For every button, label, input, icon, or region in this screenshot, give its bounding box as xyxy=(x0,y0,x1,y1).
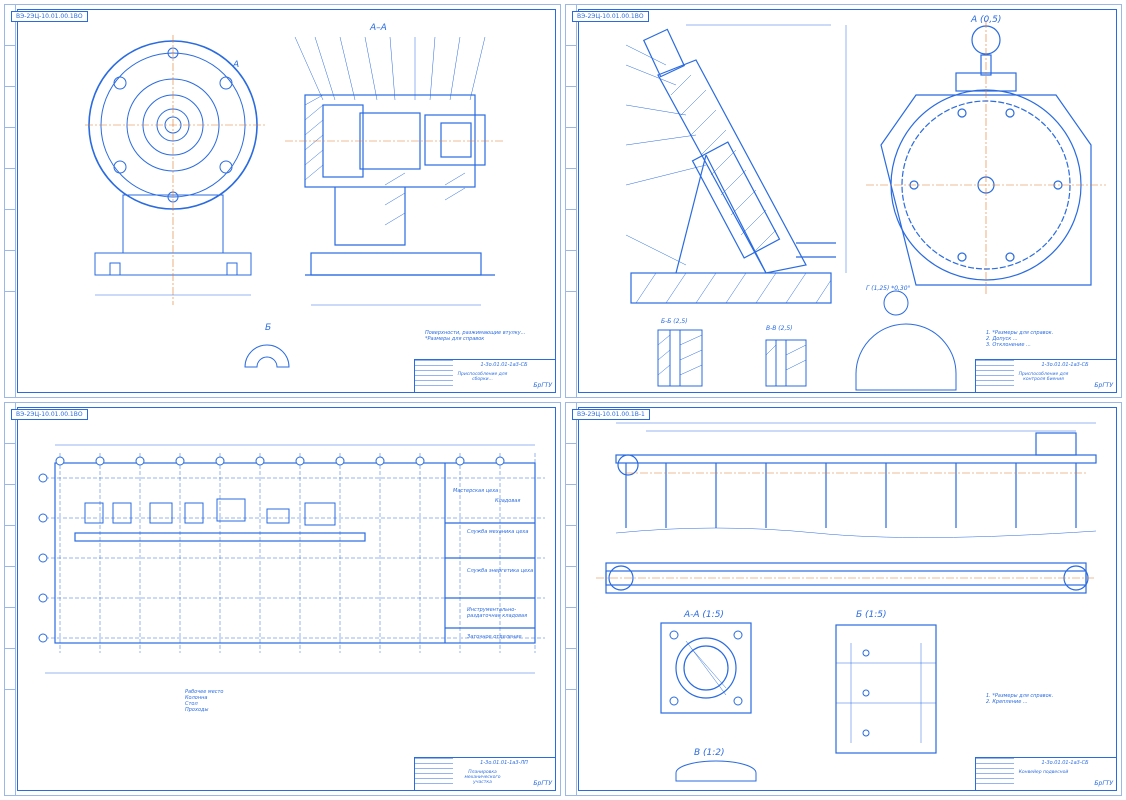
sheet-side-strip xyxy=(5,403,16,795)
title-code: 1-3о.01.01-1а3-СБ xyxy=(1041,760,1089,766)
title-name: Конвейер подвесной xyxy=(1018,770,1069,775)
sheet-frame xyxy=(17,9,556,393)
legend-item: Стол xyxy=(185,701,198,707)
title-block: 1-3о.01.01-1а3-СБ Приспособление для сбо… xyxy=(414,359,556,393)
room-label-5: Мастерская цеха xyxy=(453,488,499,494)
sheet-notes: 1. *Размеры для справок. 2. Допуск ... 3… xyxy=(986,330,1054,348)
legend-item: Колонна xyxy=(185,695,208,701)
title-code: 1-3о.01.01-1а3-СБ xyxy=(1041,362,1089,368)
room-label-3: Инструментально-раздаточная кладовая xyxy=(467,607,528,619)
sheet-side-strip xyxy=(566,403,577,795)
view-label: Б (1:5) xyxy=(856,610,887,620)
sheet-frame xyxy=(578,407,1117,791)
legend: Рабочее место Колонна Стол Проходы xyxy=(185,689,435,713)
title-org: БрГТУ xyxy=(1094,382,1113,389)
sheet-code: ВЭ-2ЭЦ-10.01.00.1ВО xyxy=(11,409,88,420)
layout-plan-drawing xyxy=(38,444,545,674)
title-code: 1-3о.01.01-1а3-СБ xyxy=(480,362,528,368)
title-block-grid xyxy=(415,360,453,390)
title-name: Планировка механического участка xyxy=(464,770,501,785)
section-label: А (0,5) xyxy=(970,15,1001,25)
title-block: 1-3о.01.01-1а3-СБ Конвейер подвесной БрГ… xyxy=(975,757,1117,791)
sheet-frame xyxy=(17,407,556,791)
view-v-label: В-В (2,5) xyxy=(766,325,793,332)
sheet-side-strip xyxy=(566,5,577,397)
sheet-notes: Поверхности, разжимающие втулку... *Разм… xyxy=(425,330,526,342)
title-org: БрГТУ xyxy=(533,382,552,389)
room-label-2: Служба энергетика цеха xyxy=(467,568,534,574)
sheet-code: ВЭ-2ЭЦ-10.01.00.1ВО xyxy=(572,11,649,22)
title-block-grid xyxy=(976,360,1014,390)
fixture-drawing: А (0,5) Б-Б (2,5) В-В (2,5) Г (1,25) *0,… xyxy=(625,15,1106,391)
drawing-sheet-3: ВЭ-2ЭЦ-10.01.00.1ВО Служба механика цеха xyxy=(4,402,561,796)
sheet-notes: 1. *Размеры для справок. 2. Крепление ..… xyxy=(986,693,1054,705)
title-name: Приспособление для контроля биения xyxy=(1018,372,1069,382)
section-label: А–А xyxy=(369,23,387,33)
drawing-sheet-2: ВЭ-2ЭЦ-10.01.00.1ВО xyxy=(565,4,1122,398)
legend-item: Проходы xyxy=(185,707,209,713)
title-org: БрГТУ xyxy=(1094,780,1113,787)
conveyor-drawing: А-А (1:5) Б (1:5) В (1:2) xyxy=(596,422,1097,782)
assembly-drawing: А–А Б А xyxy=(85,23,505,368)
arrow-label: А xyxy=(232,60,239,70)
title-name: Приспособление для сборки... xyxy=(457,372,508,382)
legend-item: Рабочее место xyxy=(185,689,224,695)
view-label: Б xyxy=(265,323,271,333)
sheet-code: ВЭ-2ЭЦ-10.01.00.1ВО xyxy=(11,11,88,22)
drawing-sheet-1: ВЭ-2ЭЦ-10.01.00.1ВО xyxy=(4,4,561,398)
view-g-label: Г (1,25) *0,30° xyxy=(866,285,911,292)
sheet-code: ВЭ-2ЭЦ-10.01.00.1В-1 xyxy=(572,409,650,420)
sheet-frame xyxy=(578,9,1117,393)
title-org: БрГТУ xyxy=(533,780,552,787)
drawing-sheet-4: ВЭ-2ЭЦ-10.01.00.1В-1 А xyxy=(565,402,1122,796)
view-b-label: Б-Б (2,5) xyxy=(661,318,688,325)
title-block: 1-3о.01.01-1а3-СБ Приспособление для кон… xyxy=(975,359,1117,393)
title-code: 1-3о.01.01-1а3-ЛП xyxy=(480,760,528,766)
title-block: 1-3о.01.01-1а3-ЛП Планировка механическо… xyxy=(414,757,556,791)
title-block-grid xyxy=(415,758,453,788)
room-label-1: Служба механика цеха xyxy=(467,529,529,535)
sheet-side-strip xyxy=(5,5,16,397)
room-label-6: Кладовая xyxy=(495,498,521,504)
room-label-4: Заточное отделение xyxy=(467,634,522,640)
title-block-grid xyxy=(976,758,1014,788)
section-label: А-А (1:5) xyxy=(683,610,724,620)
view-v-label: В (1:2) xyxy=(694,748,725,758)
